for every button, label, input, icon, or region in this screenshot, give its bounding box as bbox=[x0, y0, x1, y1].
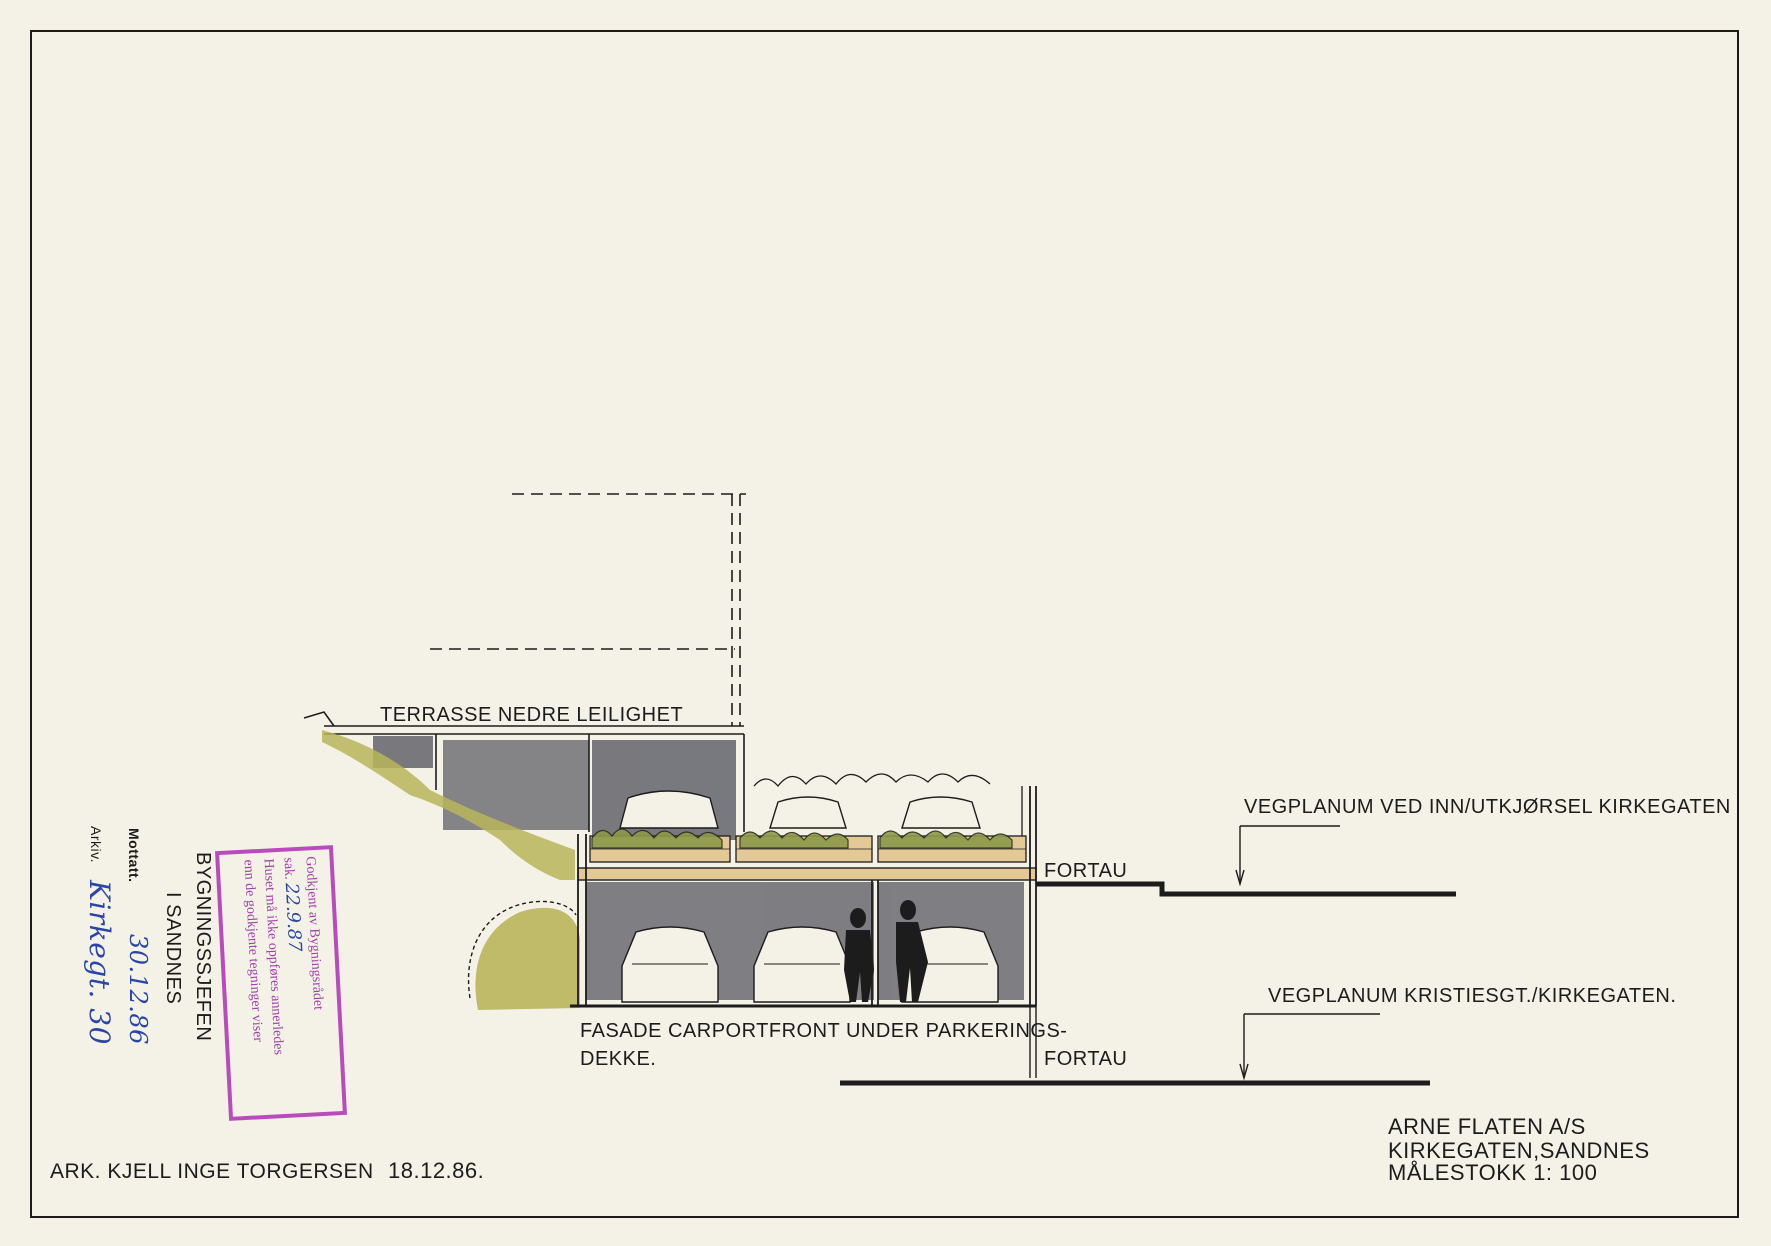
level-markers bbox=[1235, 825, 1380, 1081]
parking-deck-slab bbox=[577, 867, 1037, 881]
road-label-upper: VEGPLANUM VED INN/UTKJØRSEL KIRKEGATEN bbox=[1244, 796, 1731, 818]
sidewalk-label-upper: FORTAU bbox=[1044, 860, 1128, 882]
terrace-label: TERRASSE NEDRE LEILIGHET bbox=[380, 704, 684, 726]
terrace-wash bbox=[373, 736, 736, 840]
client-line2: KIRKEGATEN,SANDNES bbox=[1388, 1138, 1650, 1163]
people-figures bbox=[844, 900, 928, 1002]
facade-label-line2: DEKKE. bbox=[580, 1048, 657, 1070]
bush-wash bbox=[475, 907, 580, 1010]
stamp-line2: sak. bbox=[280, 857, 297, 880]
carport-cars bbox=[621, 926, 999, 1003]
client-line1: ARNE FLATEN A/S bbox=[1388, 1114, 1586, 1139]
received-value: 30.12.86 bbox=[124, 934, 152, 1045]
terrace-rail bbox=[303, 711, 744, 735]
drawing-date: 18.12.86. bbox=[388, 1158, 485, 1183]
facade-label-line1: FASADE CARPORTFRONT UNDER PARKERINGS- bbox=[580, 1020, 1068, 1042]
terrace-frames bbox=[435, 734, 745, 832]
embankment-wash bbox=[322, 730, 575, 880]
ground-lines bbox=[840, 881, 1456, 1086]
received-label: Mottatt. bbox=[126, 828, 142, 883]
road-label-lower: VEGPLANUM KRISTIESGT./KIRKEGATEN. bbox=[1268, 985, 1677, 1007]
architect-name: ARK. KJELL INGE TORGERSEN bbox=[50, 1160, 374, 1183]
upper-building-dashed bbox=[430, 493, 746, 726]
sidewalk-label-lower: FORTAU bbox=[1044, 1048, 1128, 1070]
planter-greenery bbox=[591, 828, 1013, 849]
archive-label: Arkiv. bbox=[88, 826, 104, 863]
bush-outline bbox=[467, 900, 577, 999]
approval-stamp: Godkjent av Bygningsrådet sak. 22.9.87 H… bbox=[215, 845, 347, 1121]
deck-cars bbox=[619, 790, 981, 829]
scale-label: MÅLESTOKK 1: 100 bbox=[1388, 1160, 1598, 1185]
stamp-case-number: 22.9.87 bbox=[280, 882, 306, 953]
vine-scribbles bbox=[753, 773, 1023, 836]
authority-line1: BYGNINGSSJEFEN bbox=[192, 852, 214, 1042]
drawing-border bbox=[30, 30, 1739, 1218]
authority-line2: I SANDNES bbox=[162, 892, 184, 1005]
carport-frame bbox=[570, 786, 1037, 1008]
archive-value: Kirkegt. 30 bbox=[83, 880, 116, 1045]
